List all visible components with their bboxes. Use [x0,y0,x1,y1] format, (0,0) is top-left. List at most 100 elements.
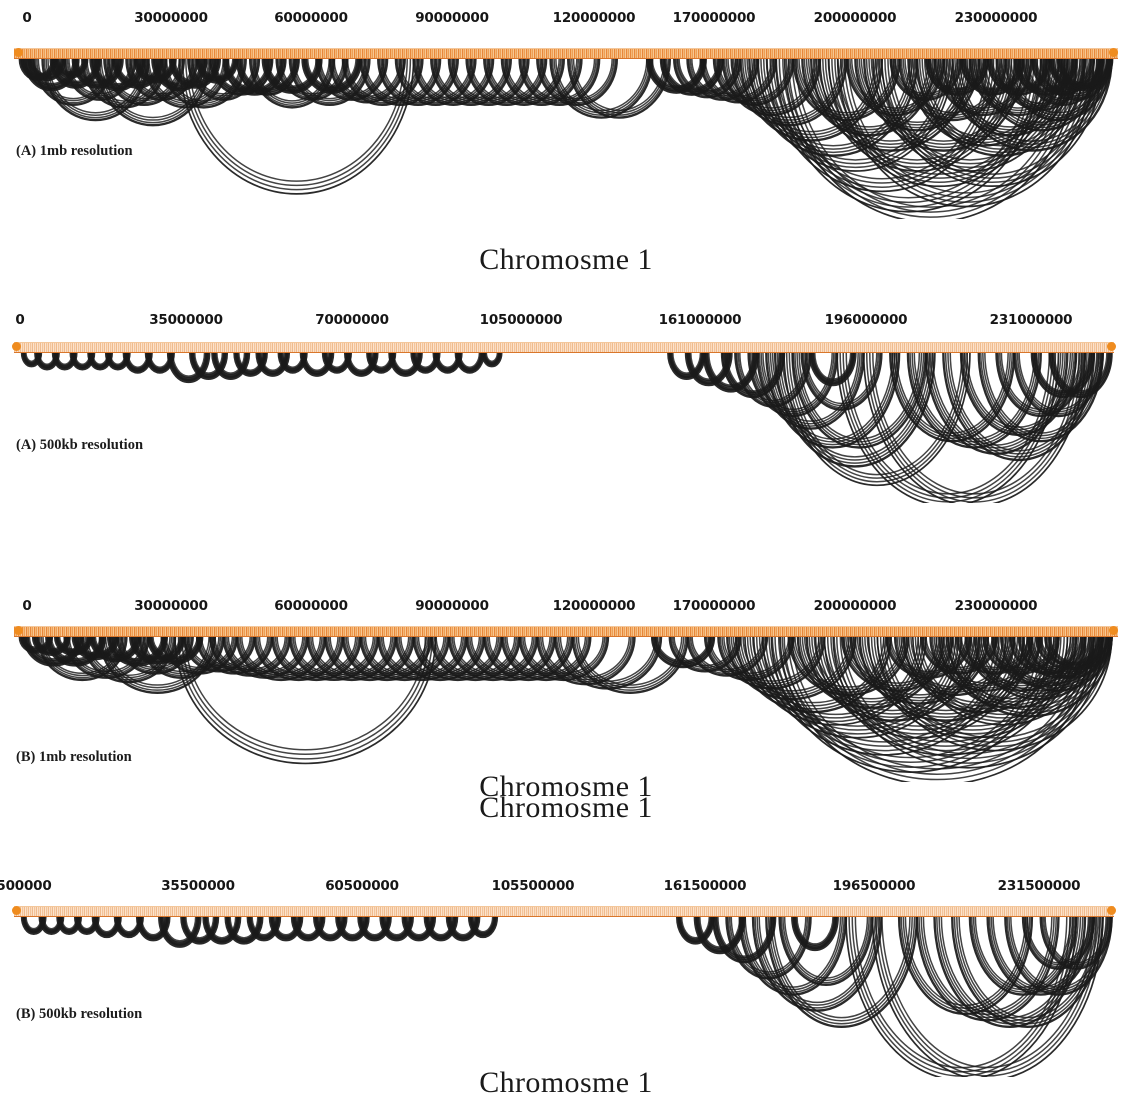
interaction-arc [181,59,412,191]
interaction-arc [483,637,574,682]
interaction-arc [955,637,1034,675]
interaction-arc [541,59,613,100]
interaction-arc [996,637,1090,680]
interaction-arc [188,59,405,182]
interaction-arc [252,59,332,104]
axis-tick-label: 35000000 [149,312,223,328]
axis-tick-label: 231000000 [989,312,1073,328]
interaction-arc [206,917,238,940]
interaction-arc [756,917,879,1006]
axis-tick-label: 60000000 [274,10,348,26]
interaction-arcs [0,637,1132,782]
interaction-arc [800,353,883,411]
axis-tick-label: 200000000 [813,10,897,26]
interaction-arc [253,637,345,682]
interaction-arc [670,353,703,376]
interaction-arc [805,353,878,404]
interaction-arc [765,59,946,161]
interaction-arc [906,353,1042,449]
interaction-arc [199,637,270,671]
interaction-arc [954,59,1110,148]
ideogram-end-cap [1109,626,1118,635]
axis-tick-label: 230000000 [954,598,1038,614]
axis-tick-label: 60000000 [274,598,348,614]
interaction-arc [715,917,773,959]
interaction-arc [783,917,869,979]
interaction-arc [518,59,601,107]
interaction-arc [757,59,954,172]
interaction-arc [946,637,1113,718]
arc-canvas [20,917,1132,1077]
interaction-arc [872,353,1077,494]
interaction-arc [394,637,486,681]
interaction-arc [843,59,1088,198]
interaction-arc [997,353,1085,414]
interaction-arc [999,59,1083,106]
interaction-arc [753,59,913,150]
interaction-arc [812,353,853,382]
interaction-arc [248,59,336,109]
interaction-arc [1034,353,1092,394]
interaction-arc [783,637,1091,781]
interaction-arc [739,353,807,402]
axis-tick-label: 0 [22,598,32,614]
interaction-arc [430,637,521,681]
interaction-arc [522,637,606,677]
interaction-arc [949,637,1110,714]
interaction-arc [288,637,380,681]
interaction-arc [520,637,608,679]
interaction-arc [293,59,366,100]
interaction-arc [471,917,495,934]
interaction-arc [742,917,844,991]
axis-tick-label: 90000000 [415,598,489,614]
interaction-arc [762,353,859,423]
chromosome-ideogram [14,48,1118,59]
axis-tick-label: 0 [22,10,32,26]
interaction-arc [802,353,881,409]
interaction-arc [776,353,933,464]
axis-tick-label: 170000000 [672,10,756,26]
axis-tick-label: 161000000 [658,312,742,328]
interaction-arc [801,637,940,703]
arc-canvas [18,59,1114,219]
interaction-arc [752,637,963,739]
interaction-arc [539,59,615,102]
interaction-arc [971,917,1076,993]
interaction-arc [1052,353,1109,394]
interaction-arc [836,59,1095,208]
interaction-arc [730,637,852,695]
interaction-arc [549,59,654,119]
interaction-arc [1015,353,1102,415]
interaction-arc [767,353,898,446]
axis-tick-label: 105500000 [491,878,575,894]
ideogram-start-cap [12,342,21,351]
axis-tick-label: 105000000 [479,312,563,328]
axis-tick-label: 30000000 [134,10,208,26]
interaction-arc [185,59,408,187]
chromosome-ideogram [14,342,1114,353]
axis-tick-label: 120000000 [552,598,636,614]
interaction-arc [854,637,985,699]
interaction-arc [520,59,599,104]
interaction-arc [751,59,916,153]
interaction-arc [951,59,1113,152]
chromosome-ideogram [14,626,1118,637]
interaction-arc [214,353,247,376]
interaction-arc [161,917,198,943]
interaction-arc [772,917,911,1019]
interaction-arc [1048,637,1109,665]
interaction-arc [177,637,433,760]
interaction-arc [341,637,433,681]
interaction-arc [765,353,901,449]
interaction-arc [359,637,451,682]
interaction-arc [780,917,872,984]
interaction-arc [324,637,415,681]
axis-tick-label: 170000000 [672,598,756,614]
axis-tick-label: 200000000 [813,598,897,614]
interaction-arc [760,353,861,425]
interaction-arc [1042,917,1110,966]
ideogram-start-cap [14,626,23,635]
interaction-arc [1021,917,1096,970]
